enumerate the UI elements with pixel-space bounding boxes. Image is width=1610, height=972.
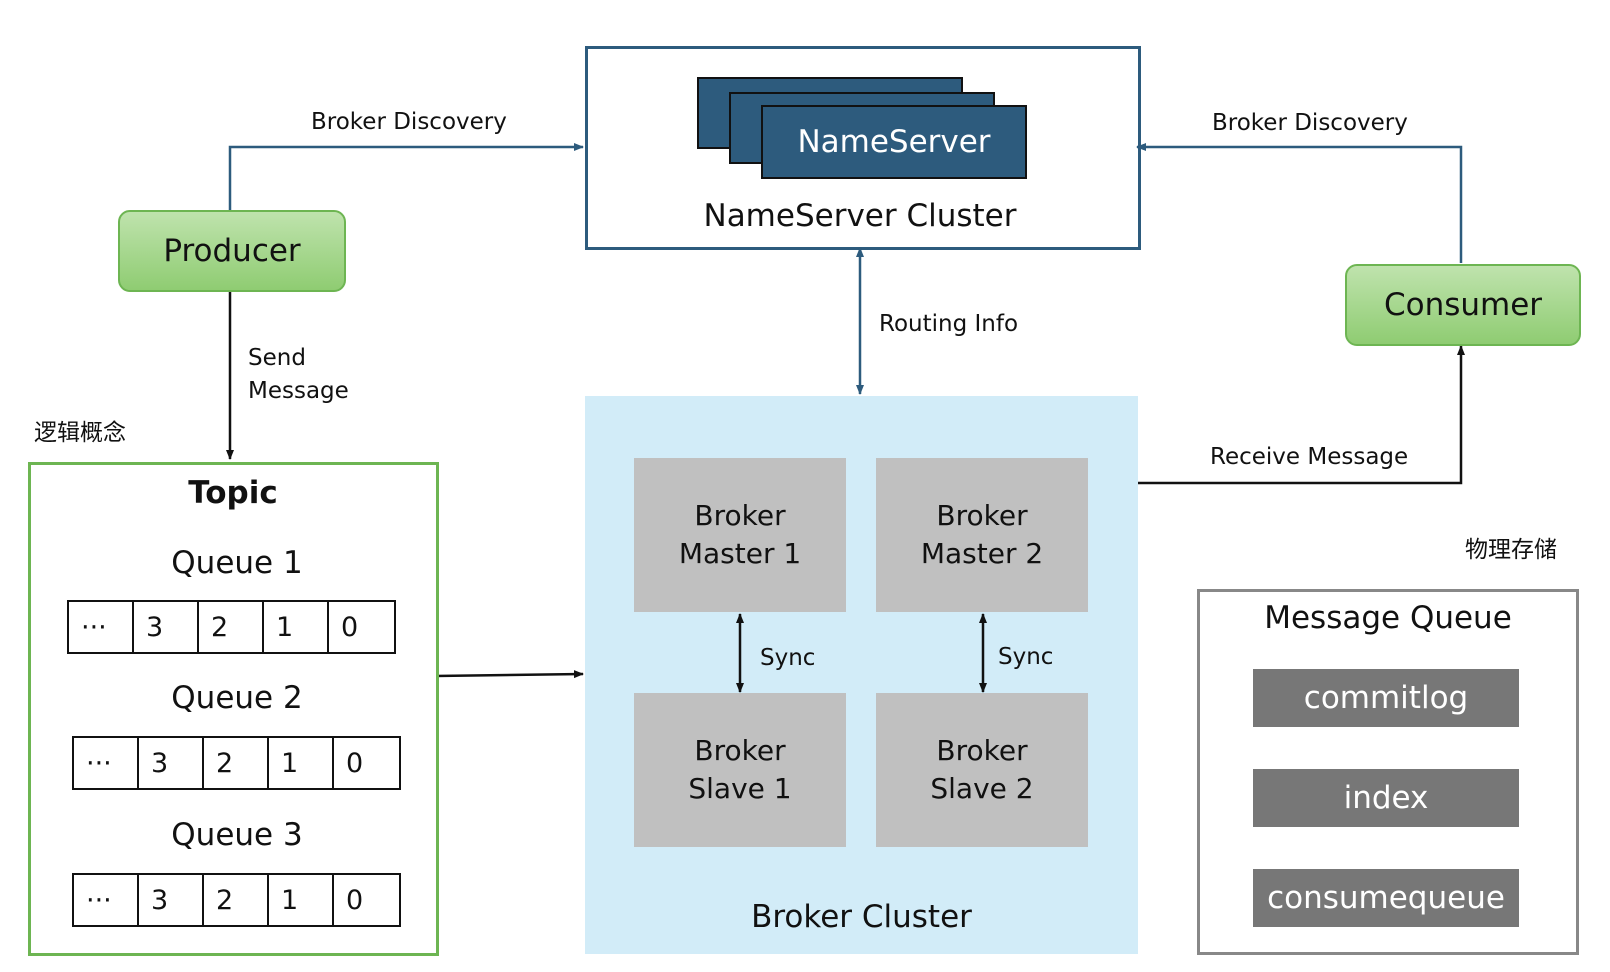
broker-master-2-line1: Broker	[936, 499, 1028, 533]
queue-cell: 0	[346, 884, 364, 916]
message-queue-title: Message Queue	[1264, 600, 1512, 636]
producer-label: Producer	[163, 233, 301, 269]
queue-cell: ···	[74, 875, 139, 925]
nameserver-cluster-label: NameServer Cluster	[703, 198, 1017, 234]
queue-cell: 3	[134, 602, 199, 652]
physical-storage-label: 物理存储	[1465, 537, 1557, 563]
broker-master-1-line2: Master 1	[678, 537, 802, 570]
storage-consumequeue: consumequeue	[1253, 869, 1519, 927]
send-message-label-line1: Send	[248, 345, 306, 371]
consumer-discovery-arrow	[1136, 143, 1463, 263]
queue-2-row: ··· 3 2 1 0	[72, 736, 401, 790]
logical-concept-label: 逻辑概念	[34, 420, 126, 446]
queue-cell: 0	[346, 747, 364, 779]
topic-to-broker-arrow	[434, 670, 584, 679]
broker-master-2-line2: Master 2	[920, 537, 1044, 570]
queue-cell: 0	[341, 611, 359, 643]
broker-slave-2: Broker Slave 2	[876, 693, 1088, 847]
broker-slave-2-line2: Slave 2	[930, 772, 1034, 805]
queue-cell: ···	[74, 738, 139, 788]
message-queue-box: Message Queue commitlog index consumeque…	[1197, 589, 1579, 955]
producer-discovery-arrow	[228, 143, 584, 210]
consumer-discovery-label: Broker Discovery	[1212, 110, 1408, 136]
topic-box: Topic Queue 1 ··· 3 2 1 0 Queue 2 ··· 3 …	[28, 462, 439, 956]
storage-index: index	[1253, 769, 1519, 827]
queue-2-title: Queue 2	[171, 680, 303, 716]
queue-cell: 1	[264, 602, 329, 652]
nameserver-label: NameServer	[797, 124, 991, 160]
broker-slave-2-line1: Broker	[936, 734, 1028, 768]
receive-message-label: Receive Message	[1210, 444, 1409, 470]
broker-slave-1: Broker Slave 1	[634, 693, 846, 847]
sync-label-2: Sync	[998, 644, 1054, 670]
producer-node: Producer	[118, 210, 346, 292]
broker-master-1: Broker Master 1	[634, 458, 846, 612]
queue-1-title: Queue 1	[171, 545, 303, 581]
send-message-label-line2: Message	[248, 378, 349, 404]
broker-slave-1-line1: Broker	[694, 734, 786, 768]
nameserver-card: NameServer	[761, 105, 1027, 179]
broker-cluster-label: Broker Cluster	[751, 899, 972, 935]
queue-3-title: Queue 3	[171, 817, 303, 853]
producer-discovery-label: Broker Discovery	[311, 109, 507, 135]
queue-cell: 1	[269, 875, 334, 925]
broker-slave-1-line2: Slave 1	[688, 772, 792, 805]
receive-message-arrow	[1138, 345, 1465, 485]
broker-master-1-line1: Broker	[694, 499, 786, 533]
consumer-node: Consumer	[1345, 264, 1581, 346]
queue-cell: 3	[139, 875, 204, 925]
queue-1-row: ··· 3 2 1 0	[67, 600, 396, 654]
topic-title: Topic	[188, 475, 278, 511]
broker-master-2: Broker Master 2	[876, 458, 1088, 612]
queue-cell: 2	[204, 738, 269, 788]
queue-cell: 1	[269, 738, 334, 788]
storage-commitlog: commitlog	[1253, 669, 1519, 727]
sync-label-1: Sync	[760, 645, 816, 671]
queue-cell: 2	[204, 875, 269, 925]
queue-cell: ···	[69, 602, 134, 652]
queue-cell: 3	[139, 738, 204, 788]
queue-cell: 2	[199, 602, 264, 652]
queue-3-row: ··· 3 2 1 0	[72, 873, 401, 927]
consumer-label: Consumer	[1383, 287, 1543, 323]
routing-info-label: Routing Info	[879, 311, 1019, 337]
